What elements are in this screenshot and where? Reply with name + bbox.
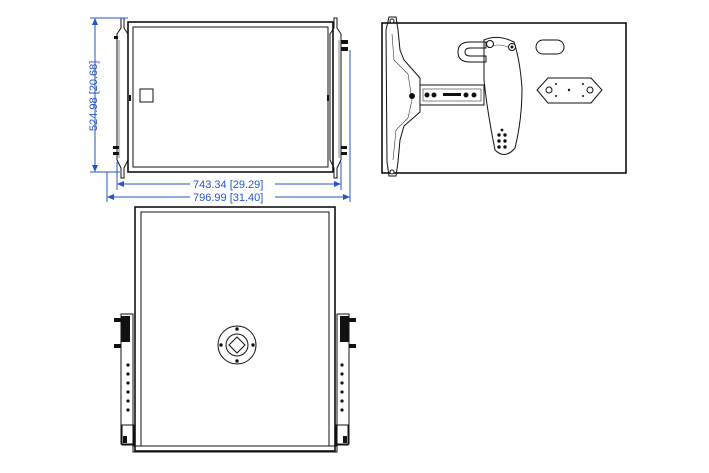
top-cabinet <box>134 206 336 452</box>
top-right-rigging <box>335 313 356 446</box>
front-cabinet <box>127 21 334 173</box>
outer-width-dimension: 796.99 [31.40] <box>106 50 351 204</box>
side-handle-slot <box>535 39 565 55</box>
side-rigging-rail <box>385 16 421 177</box>
side-cabinet <box>381 22 627 174</box>
left-rigging-rail <box>113 17 131 179</box>
front-grille <box>132 26 329 168</box>
front-view: 524.98 [20.68] 743.34 [29.29] 796.99 [31… <box>88 17 351 204</box>
side-view <box>381 16 627 177</box>
right-rigging-rail <box>327 17 348 179</box>
side-angle-bar <box>419 84 485 106</box>
side-fly-bracket <box>483 36 523 155</box>
top-view <box>114 206 356 453</box>
pole-socket <box>217 325 257 365</box>
inner-width-dimension-label: 743.34 [29.29] <box>193 179 263 191</box>
height-dimension: 524.98 [20.68] <box>88 17 128 173</box>
top-left-rigging <box>114 313 135 446</box>
height-dimension-label: 524.98 [20.68] <box>88 61 100 131</box>
side-hook <box>457 41 487 63</box>
inner-width-dimension: 743.34 [29.29] <box>116 162 342 191</box>
front-logo-plate <box>139 88 154 103</box>
outer-width-dimension-label: 796.99 [31.40] <box>193 192 263 204</box>
side-mount-plate <box>536 77 603 104</box>
